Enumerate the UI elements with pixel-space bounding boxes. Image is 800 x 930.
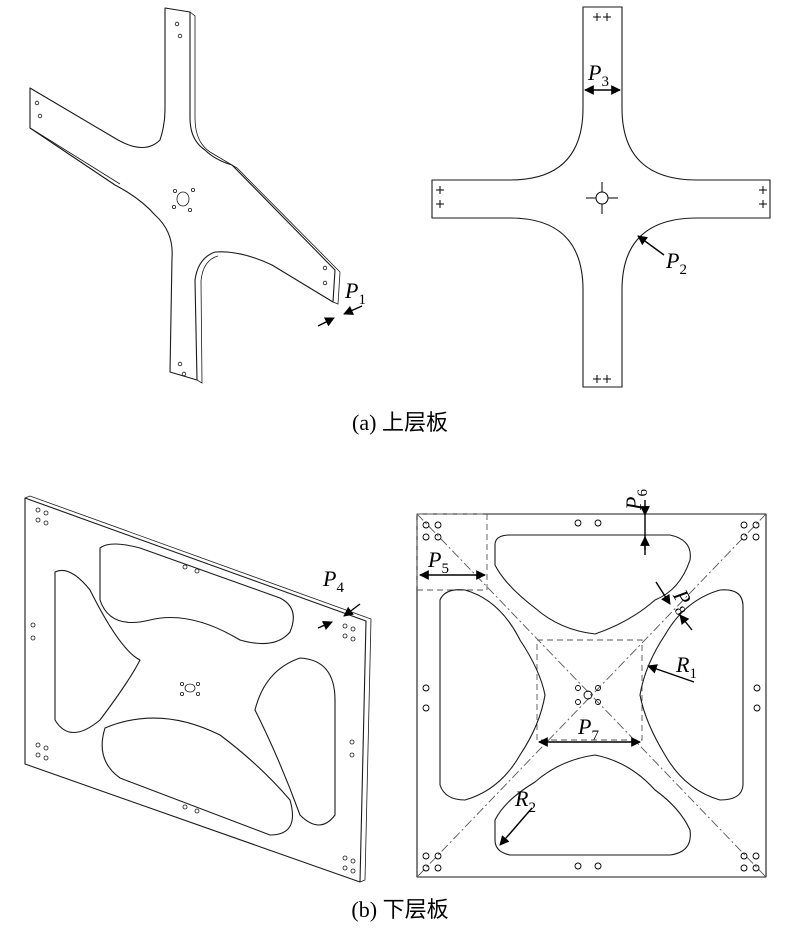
p1-label: P1 — [344, 278, 366, 308]
upper-plate-top-holes — [436, 13, 767, 383]
upper-plate-iso-holes — [34, 21, 328, 377]
p4-arrow-right — [343, 603, 361, 617]
caption-a: (a) 上层板 — [352, 410, 448, 435]
upper-plate-top-outline — [431, 6, 771, 388]
p8-arrow-top — [655, 581, 671, 605]
lower-plate-iso-cutout-left — [54, 569, 141, 734]
r2-arrow — [499, 807, 533, 846]
r1-arrow — [647, 664, 695, 683]
diagonal-2 — [416, 513, 767, 878]
lower-plate-top-cutout-bottom — [494, 754, 691, 856]
lower-plate-top-outline — [416, 513, 767, 878]
lower-plate-top-view: P6 P5 P8 R1 P7 R2 — [416, 489, 767, 878]
p4-label: P4 — [322, 566, 344, 596]
lower-plate-top-cutout-left — [439, 589, 546, 801]
p2-label: P2 — [665, 248, 687, 278]
lower-plate-top-cutout-right — [639, 589, 744, 801]
upper-plate-iso-edge — [29, 11, 341, 384]
p4-arrow-left — [317, 620, 333, 630]
upper-plate-top-view: P3 P2 — [431, 6, 771, 388]
lower-plate-top-holes — [422, 519, 761, 872]
p8-arrow-bottom — [679, 614, 693, 631]
lower-plate-iso-cutout-top — [99, 543, 294, 645]
lower-plate-isometric: P4 — [24, 495, 372, 883]
p7-label: P7 — [577, 714, 599, 744]
upper-plate-isometric: P1 — [29, 7, 366, 384]
r1-label: R1 — [675, 652, 697, 682]
p1-arrow-right — [343, 305, 363, 315]
p2-arrow — [637, 235, 665, 256]
lower-plate-iso-cutout-bottom — [101, 717, 294, 836]
p6-label: P6 — [621, 489, 651, 511]
lower-plate-iso-edge — [24, 495, 372, 883]
r2-label: R2 — [514, 786, 536, 816]
p1-arrow-left — [317, 317, 335, 327]
caption-b: (b) 下层板 — [351, 897, 448, 922]
upper-plate-iso-outline — [29, 7, 336, 381]
center-box — [536, 639, 643, 741]
p3-label: P3 — [587, 60, 609, 90]
p5-label: P5 — [427, 547, 449, 577]
lower-plate-iso-holes — [30, 507, 356, 874]
lower-plate-top-cutout-top — [494, 534, 691, 635]
lower-plate-iso-cutout-right — [254, 657, 336, 826]
